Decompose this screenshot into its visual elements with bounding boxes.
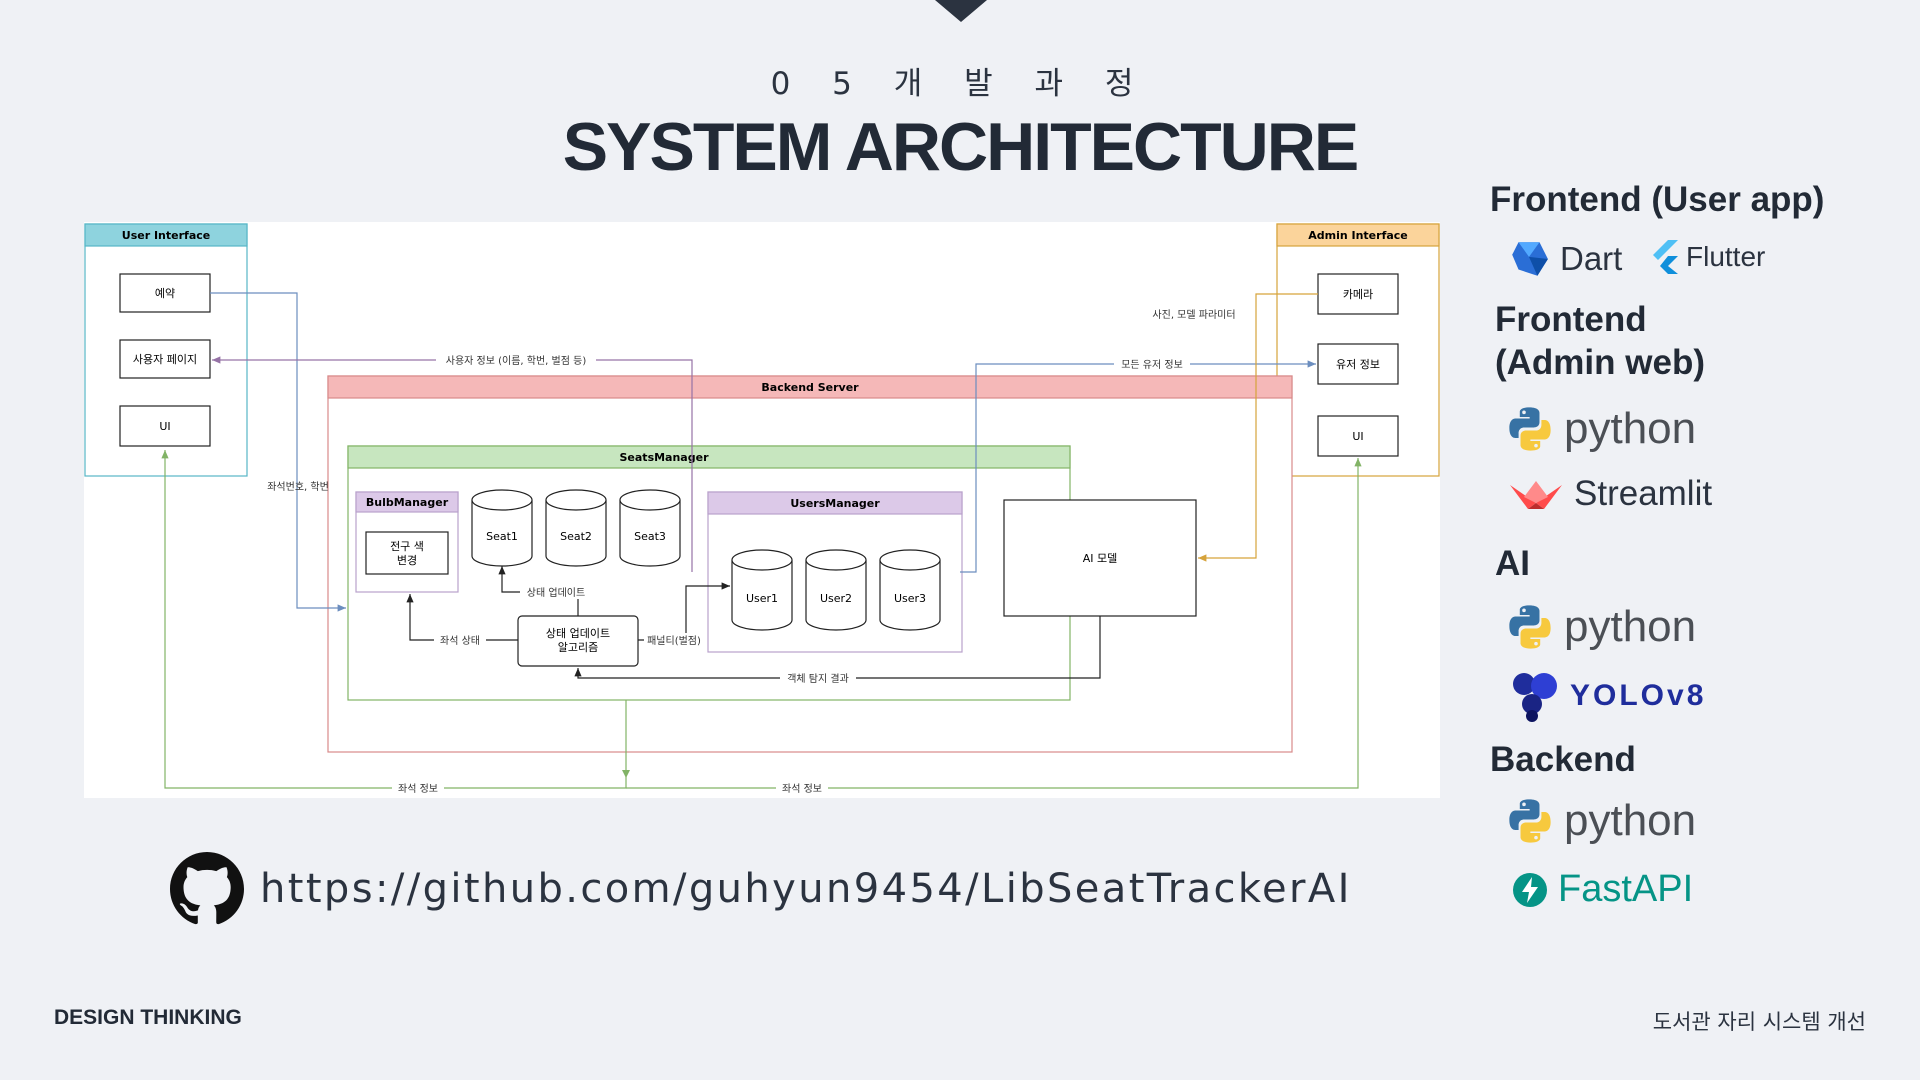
tech-fastapi: FastAPI: [1512, 868, 1693, 911]
streamlit-icon: [1510, 481, 1562, 509]
tech-streamlit: Streamlit: [1508, 474, 1712, 514]
slide-title: SYSTEM ARCHITECTURE: [562, 109, 1359, 185]
tech-dart-name: Dart: [1560, 240, 1623, 277]
edge-label-user-info: 사용자 정보 (이름, 학번, 벌점 등): [446, 355, 587, 367]
tech-python-backend: python: [1506, 796, 1696, 846]
bulb-change-line1: 전구 색: [390, 540, 424, 553]
tech-yolo: YOLOv8: [1510, 670, 1706, 722]
python-icon: [1509, 799, 1551, 843]
architecture-diagram: User Interface 예약 사용자 페이지 UI Admin Inter…: [84, 222, 1440, 798]
heading-frontend-user: Frontend (User app): [1490, 180, 1825, 219]
user-db-3-label: User3: [894, 592, 926, 605]
seat-db-3-label: Seat3: [634, 530, 666, 543]
footer-project-name: 도서관 자리 시스템 개선: [1652, 1010, 1866, 1034]
tech-python-ai-name: python: [1564, 602, 1697, 651]
algorithm-line2: 알고리즘: [558, 640, 598, 654]
seat-db-1-label: Seat1: [486, 530, 518, 543]
ai-model-box: AI 모델: [1003, 499, 1197, 617]
dart-icon: [1512, 242, 1548, 276]
edge-camera-to-ai: [1198, 293, 1318, 562]
bulb-manager-title: BulbManager: [366, 496, 449, 509]
github-icon: [170, 852, 244, 925]
python-icon: [1509, 407, 1551, 451]
tech-flutter-name: Flutter: [1686, 241, 1766, 272]
seat-db-1: Seat1: [471, 489, 533, 567]
admin-item-ui: UI: [1352, 430, 1363, 443]
algorithm-box: 상태 업데이트 알고리즘: [517, 615, 639, 667]
github-link[interactable]: https://github.com/guhyun9454/LibSeatTra…: [170, 852, 1352, 926]
edge-label-seat-info-left: 좌석 정보: [398, 783, 438, 795]
ai-model-label: AI 모델: [1083, 552, 1118, 565]
tech-python-ai: python: [1506, 602, 1696, 652]
admin-interface-title: Admin Interface: [1308, 229, 1408, 242]
admin-item-camera: 카메라: [1343, 288, 1373, 301]
edge-label-detection: 객체 탐지 결과: [787, 673, 849, 685]
users-manager-title: UsersManager: [790, 497, 880, 510]
ui-item-ui: UI: [159, 420, 170, 433]
admin-interface-panel: Admin Interface 카메라 유저 정보 UI: [1276, 223, 1440, 477]
section-label: 0 5 개 발 과 정: [770, 66, 1150, 102]
backend-server-title: Backend Server: [761, 381, 859, 394]
python-icon: [1509, 605, 1551, 649]
user-interface-panel: User Interface 예약 사용자 페이지 UI: [84, 223, 248, 477]
github-url[interactable]: https://github.com/guhyun9454/LibSeatTra…: [260, 866, 1352, 912]
user-db-1: User1: [731, 549, 793, 631]
bulb-change-line2: 변경: [397, 554, 417, 567]
footer-design-thinking: DESIGN THINKING: [54, 1006, 242, 1029]
ui-item-reserve: 예약: [155, 286, 175, 300]
tech-python-admin: python: [1506, 404, 1696, 454]
tech-streamlit-name: Streamlit: [1574, 474, 1713, 513]
tech-yolo-name: YOLOv8: [1570, 679, 1707, 712]
algorithm-line1: 상태 업데이트: [546, 627, 610, 640]
seat-db-2: Seat2: [545, 489, 607, 567]
tech-python-backend-name: python: [1564, 796, 1697, 845]
edge-users-to-user-page: [212, 356, 693, 572]
tech-flutter: Flutter: [1650, 238, 1765, 276]
admin-item-user-info: 유저 정보: [1336, 358, 1380, 371]
edge-label-photo-params: 사진, 모델 파라미터: [1152, 309, 1235, 321]
seats-manager-title: SeatsManager: [620, 451, 710, 464]
heading-ai: AI: [1495, 544, 1530, 583]
heading-backend: Backend: [1490, 740, 1636, 779]
edge-label-seat-number: 좌석번호, 학번: [267, 481, 329, 493]
edge-label-all-user-info: 모든 유저 정보: [1121, 359, 1183, 371]
edge-label-status-update: 상태 업데이트: [527, 586, 585, 599]
user-db-2: User2: [805, 549, 867, 631]
bulb-manager-panel: BulbManager 전구 색 변경: [355, 491, 459, 593]
user-db-3: User3: [879, 549, 941, 631]
yolo-icon: [1513, 673, 1557, 722]
edge-label-seat-info-right: 좌석 정보: [782, 783, 822, 795]
edge-reserve-to-seats: [210, 292, 346, 612]
user-db-2-label: User2: [820, 592, 852, 605]
edge-seat-info-junction-arrow: [622, 770, 630, 778]
flutter-icon: [1653, 240, 1678, 274]
ui-item-user-page: 사용자 페이지: [133, 353, 197, 366]
seat-db-2-label: Seat2: [560, 530, 592, 543]
edge-seat-info-to-admin-ui: [626, 458, 1362, 789]
heading-frontend-admin-line1: Frontend: [1495, 300, 1647, 339]
edge-label-seat-status: 좌석 상태: [440, 635, 480, 647]
top-notch-decoration: [935, 0, 987, 22]
seat-db-3: Seat3: [619, 489, 681, 567]
user-interface-title: User Interface: [122, 229, 210, 242]
heading-frontend-admin-line2: (Admin web): [1495, 343, 1705, 382]
user-db-1-label: User1: [746, 592, 778, 605]
tech-fastapi-name: FastAPI: [1558, 868, 1694, 910]
fastapi-icon: [1513, 872, 1547, 907]
tech-python-admin-name: python: [1564, 404, 1697, 453]
tech-dart: Dart: [1508, 238, 1622, 280]
edge-label-penalty: 패널티(벌점): [647, 635, 701, 647]
